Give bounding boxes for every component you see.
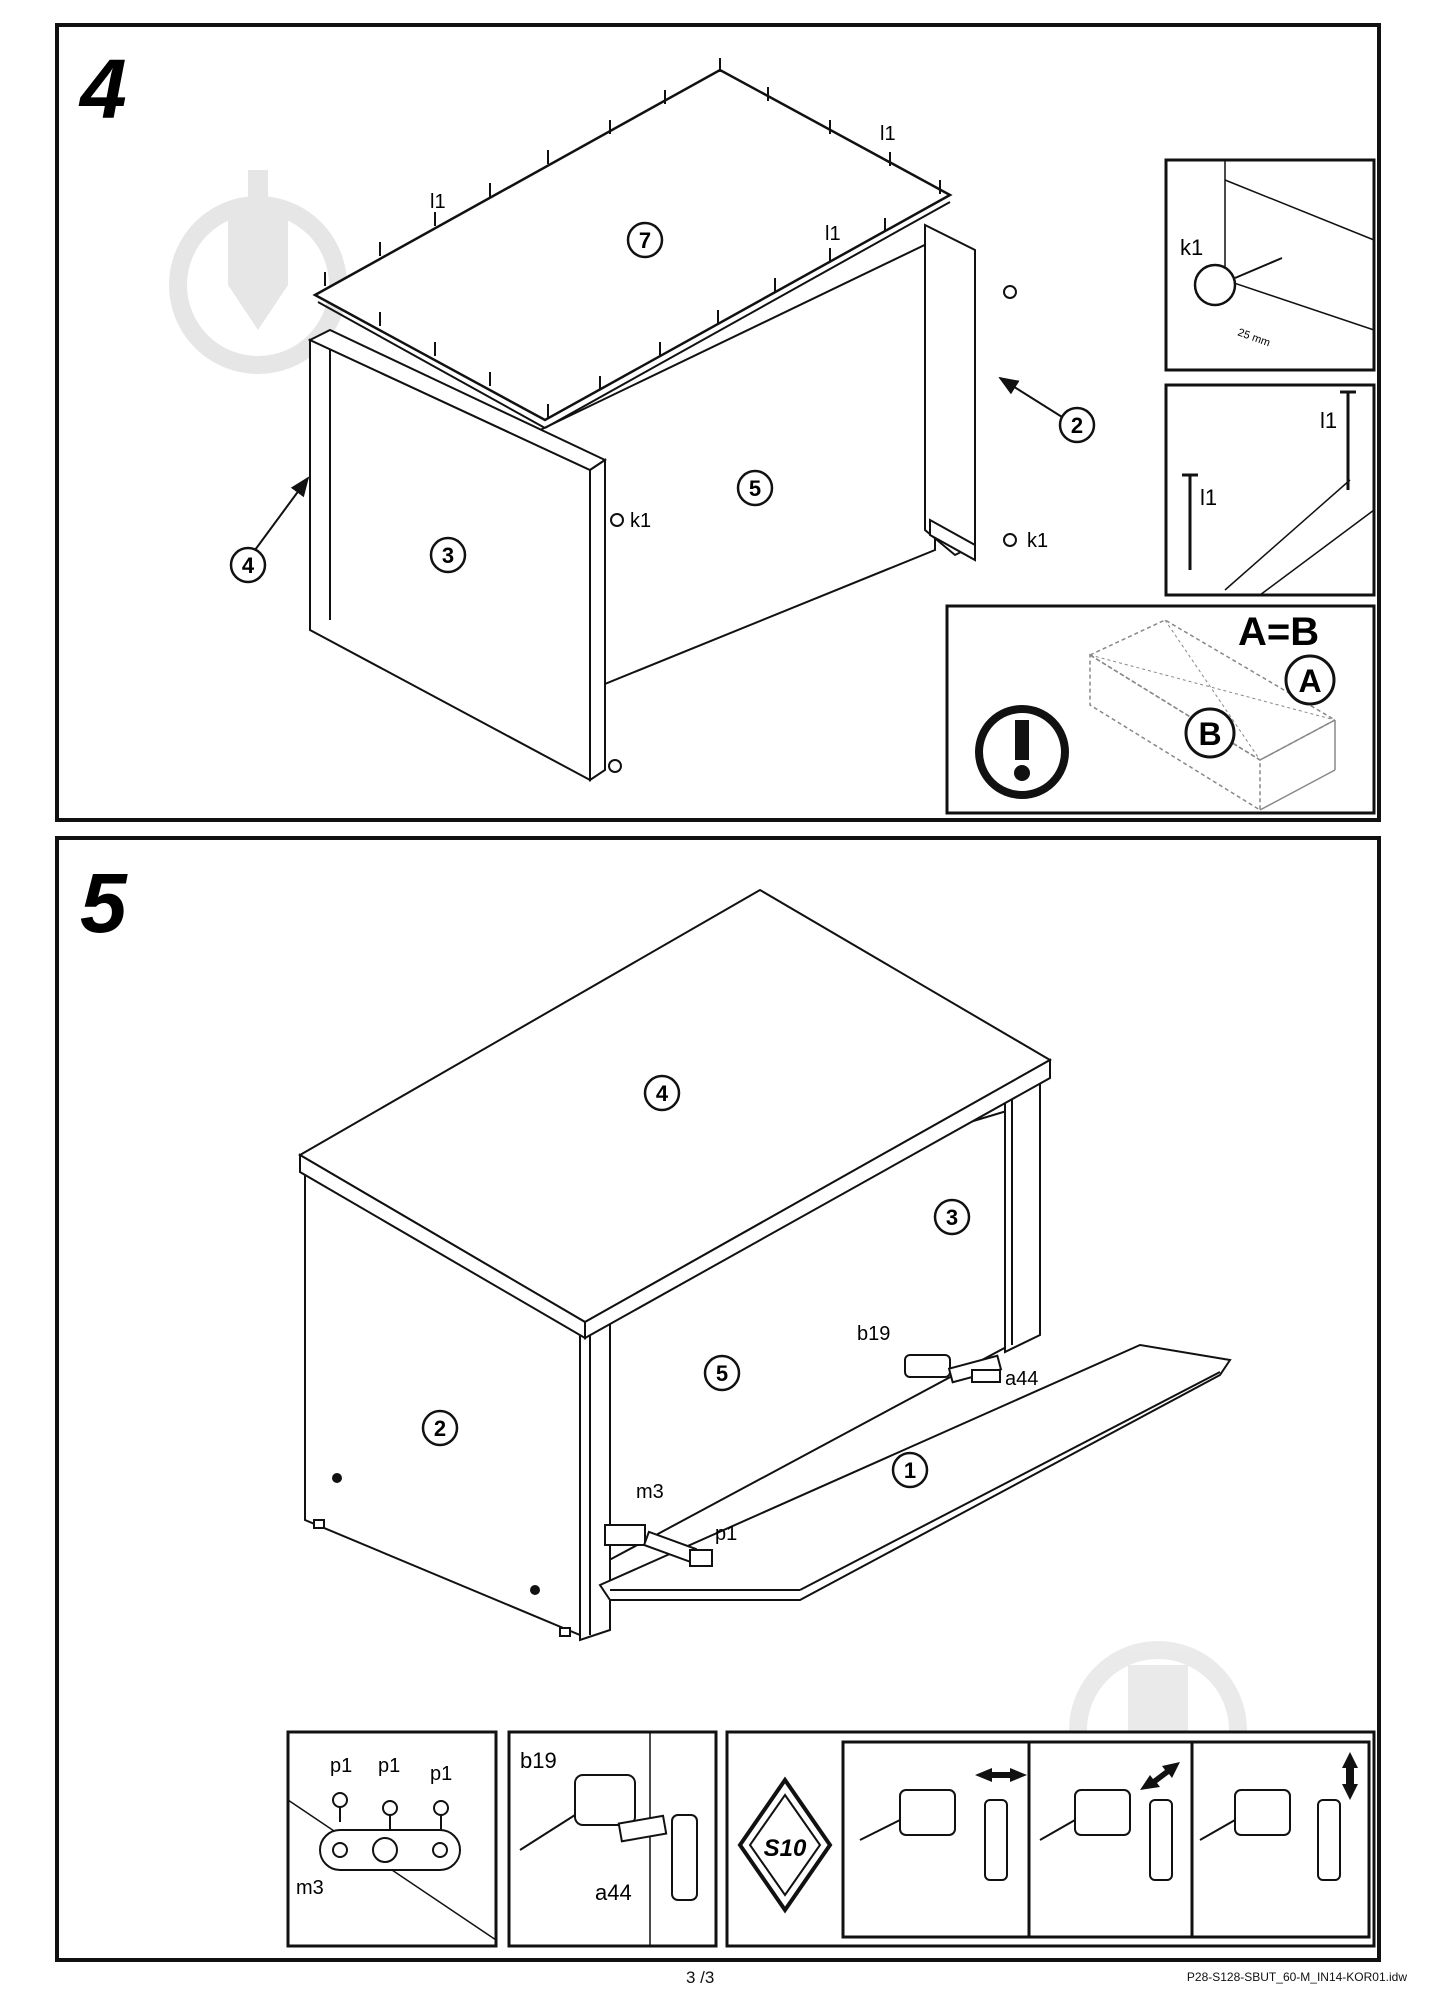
hole-icon (332, 1473, 342, 1483)
svg-text:1: 1 (904, 1458, 916, 1483)
hardware-label: p1 (715, 1523, 737, 1545)
svg-text:5: 5 (749, 476, 761, 501)
svg-text:3: 3 (946, 1205, 958, 1230)
hinge-hardware (904, 1354, 1003, 1384)
svg-text:2: 2 (434, 1416, 446, 1441)
inset-hinge-detail: b19 a44 (507, 1730, 718, 1948)
svg-text:a44: a44 (595, 1880, 632, 1905)
cabinet-assembled-drawing (298, 888, 1232, 1642)
svg-text:b19: b19 (520, 1748, 557, 1773)
step-5-panel: 5 (55, 836, 1381, 1962)
part-label-1: 1 (891, 1451, 929, 1489)
cabinet-assembly-drawing (307, 68, 976, 782)
svg-text:A: A (1298, 663, 1321, 699)
svg-text:5: 5 (716, 1361, 728, 1386)
svg-text:m3: m3 (296, 1877, 324, 1899)
hole-icon (530, 1585, 540, 1595)
svg-text:2: 2 (1071, 413, 1083, 438)
svg-text:p1: p1 (378, 1755, 400, 1777)
inset-knob-detail: k1 25 mm (1164, 158, 1376, 372)
double-arrow-icon (975, 1752, 1358, 1800)
page-number: 3 /3 (686, 1968, 715, 1987)
part-label-5: 5 (703, 1354, 741, 1392)
step-number: 4 (78, 42, 127, 136)
svg-text:k1: k1 (630, 510, 651, 532)
svg-text:4: 4 (656, 1081, 669, 1106)
exclamation-icon (975, 705, 1069, 799)
part-label-2: 2 (998, 376, 1096, 444)
hardware-label: b19 (857, 1323, 890, 1345)
inset-screw-detail: p1 p1 p1 m3 (286, 1730, 498, 1948)
inset-warning: A=B A B (945, 604, 1376, 815)
s10-tool-icon: S10 (737, 1776, 833, 1914)
svg-text:3: 3 (442, 543, 454, 568)
stay-hardware (604, 1524, 713, 1567)
svg-text:7: 7 (639, 228, 651, 253)
svg-text:k1: k1 (1027, 530, 1048, 552)
nail-label: l1 (880, 123, 896, 145)
watermark-logo (169, 170, 347, 374)
knob-icon (1003, 285, 1017, 299)
step-4-panel: 4 (55, 23, 1381, 822)
knob-k1-right: k1 (1003, 530, 1048, 552)
part-label-3: 3 (429, 536, 467, 574)
inset-nail-detail: l1 l1 (1164, 383, 1376, 597)
svg-text:p1: p1 (330, 1755, 352, 1777)
part-label-3: 3 (933, 1198, 971, 1236)
nail-label: l1 (430, 191, 446, 213)
svg-text:4: 4 (242, 553, 255, 578)
svg-text:A=B: A=B (1238, 610, 1319, 654)
svg-text:p1: p1 (430, 1763, 452, 1785)
nail-label: l1 (825, 223, 841, 245)
step-number: 5 (80, 856, 128, 950)
svg-text:l1: l1 (1200, 485, 1217, 510)
knob-icon (608, 759, 622, 773)
part-label-2: 2 (421, 1409, 459, 1447)
nail-markers (324, 58, 941, 418)
part-label-4: 4 (643, 1074, 681, 1112)
part-label-5: 5 (736, 469, 774, 507)
knob-k1-front: k1 (610, 510, 651, 532)
svg-text:k1: k1 (1180, 235, 1203, 260)
svg-text:B: B (1198, 716, 1221, 752)
part-label-4: 4 (229, 476, 310, 584)
svg-text:l1: l1 (1320, 408, 1337, 433)
svg-text:S10: S10 (764, 1835, 807, 1862)
document-code: P28-S128-SBUT_60-M_IN14-KOR01.idw (1186, 1970, 1407, 1984)
hardware-label: a44 (1005, 1368, 1038, 1390)
inset-adjust-detail: S10 (725, 1730, 1376, 1948)
hardware-label: m3 (636, 1481, 664, 1503)
part-label-7: 7 (626, 221, 664, 259)
